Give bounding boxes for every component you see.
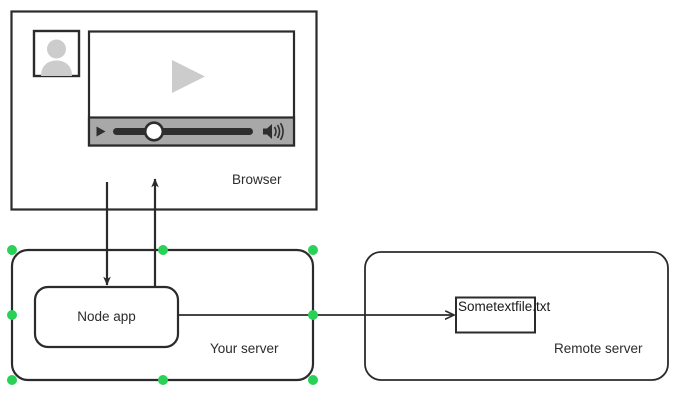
selection-handle-bottom-left[interactable] <box>7 375 17 385</box>
selection-handle-middle-left[interactable] <box>7 310 17 320</box>
selection-handle-top-left[interactable] <box>7 245 17 255</box>
seek-slider-handle[interactable] <box>143 121 165 142</box>
remote-file-box[interactable] <box>455 296 536 334</box>
selection-handle-bottom-right[interactable] <box>308 375 318 385</box>
person-avatar-icon <box>32 29 81 78</box>
seek-slider-track[interactable] <box>113 128 253 135</box>
video-player[interactable] <box>87 30 296 147</box>
selection-handle-top-center[interactable] <box>158 245 168 255</box>
selection-handle-bottom-center[interactable] <box>158 375 168 385</box>
selection-handles[interactable] <box>7 245 318 385</box>
remote-file-container[interactable] <box>455 296 536 334</box>
play-icon[interactable] <box>96 126 106 137</box>
node-app-container[interactable] <box>33 285 180 349</box>
selection-handle-top-right[interactable] <box>308 245 318 255</box>
avatar-head <box>47 39 66 59</box>
volume-speaker-icon[interactable] <box>263 122 284 141</box>
node-app-box[interactable] <box>33 285 180 349</box>
avatar-body <box>41 60 72 76</box>
selection-handle-middle-right[interactable] <box>308 310 318 320</box>
play-triangle-icon[interactable] <box>172 60 205 93</box>
